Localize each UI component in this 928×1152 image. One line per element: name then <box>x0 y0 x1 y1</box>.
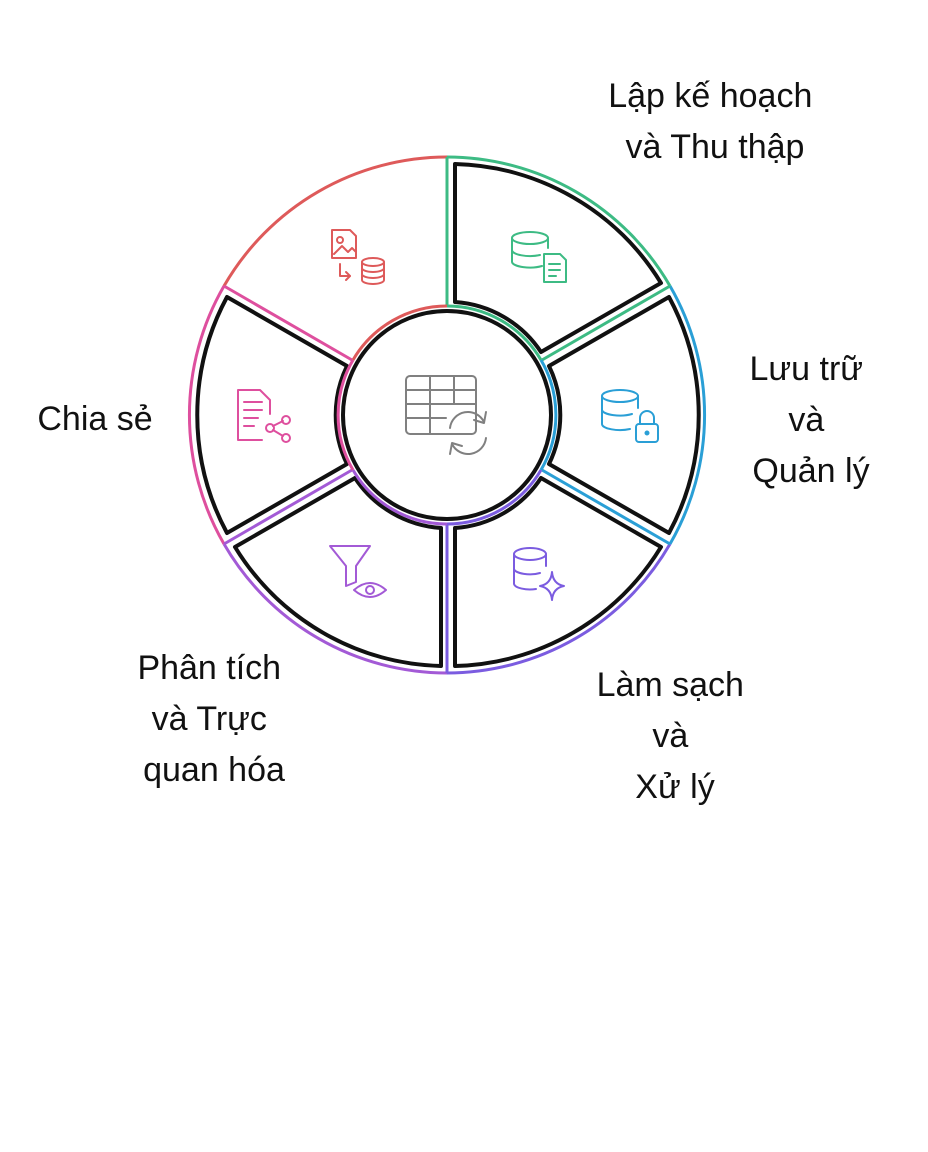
label-clean: Làm sạch và Xử lý <box>597 666 754 806</box>
segment-plan[interactable] <box>453 162 663 354</box>
database-sparkle-icon <box>513 547 565 601</box>
ring-arc-share <box>188 285 226 545</box>
ring-arc-import <box>222 155 448 287</box>
label-analyze: Phân tích và Trực quan hóa <box>137 649 290 789</box>
ring-arc-plan <box>446 155 672 287</box>
segment-share[interactable] <box>195 295 349 535</box>
segment-analyze[interactable] <box>233 476 443 668</box>
label-store: Lưu trữ và Quản lý <box>749 350 872 490</box>
segments <box>195 162 701 668</box>
ring-arc-analyze <box>222 543 448 675</box>
label-plan: Lập kế hoạch và Thu thập <box>608 77 822 166</box>
database-lock-icon <box>600 389 659 443</box>
hub-ring-import <box>351 304 448 361</box>
table-sync-icon <box>405 375 487 455</box>
hub-inner <box>341 309 553 521</box>
divider-plan-store <box>541 284 671 362</box>
ring-arc-store <box>668 285 706 545</box>
hub-ring-clean <box>446 469 543 526</box>
segment-clean[interactable] <box>453 476 663 668</box>
hub-ring-analyze <box>351 469 448 526</box>
outer-ring <box>188 155 706 675</box>
dividers <box>223 157 671 673</box>
divider-store-clean <box>541 468 671 546</box>
ring-arc-clean <box>446 543 672 675</box>
hub-ring-plan <box>446 304 543 361</box>
divider-analyze-share <box>223 468 353 546</box>
hub-ring-store <box>539 359 558 471</box>
hub-ring-share <box>336 359 355 471</box>
filter-eye-icon <box>329 545 387 598</box>
label-share: Chia sẻ <box>37 400 152 438</box>
divider-share-import <box>223 284 353 362</box>
image-to-database-icon <box>331 229 385 285</box>
center-hub <box>336 304 558 526</box>
document-share-icon <box>237 389 291 443</box>
database-document-icon <box>510 231 567 283</box>
stage-labels: Lập kế hoạch và Thu thập Lưu trữ và Quản… <box>37 77 872 806</box>
